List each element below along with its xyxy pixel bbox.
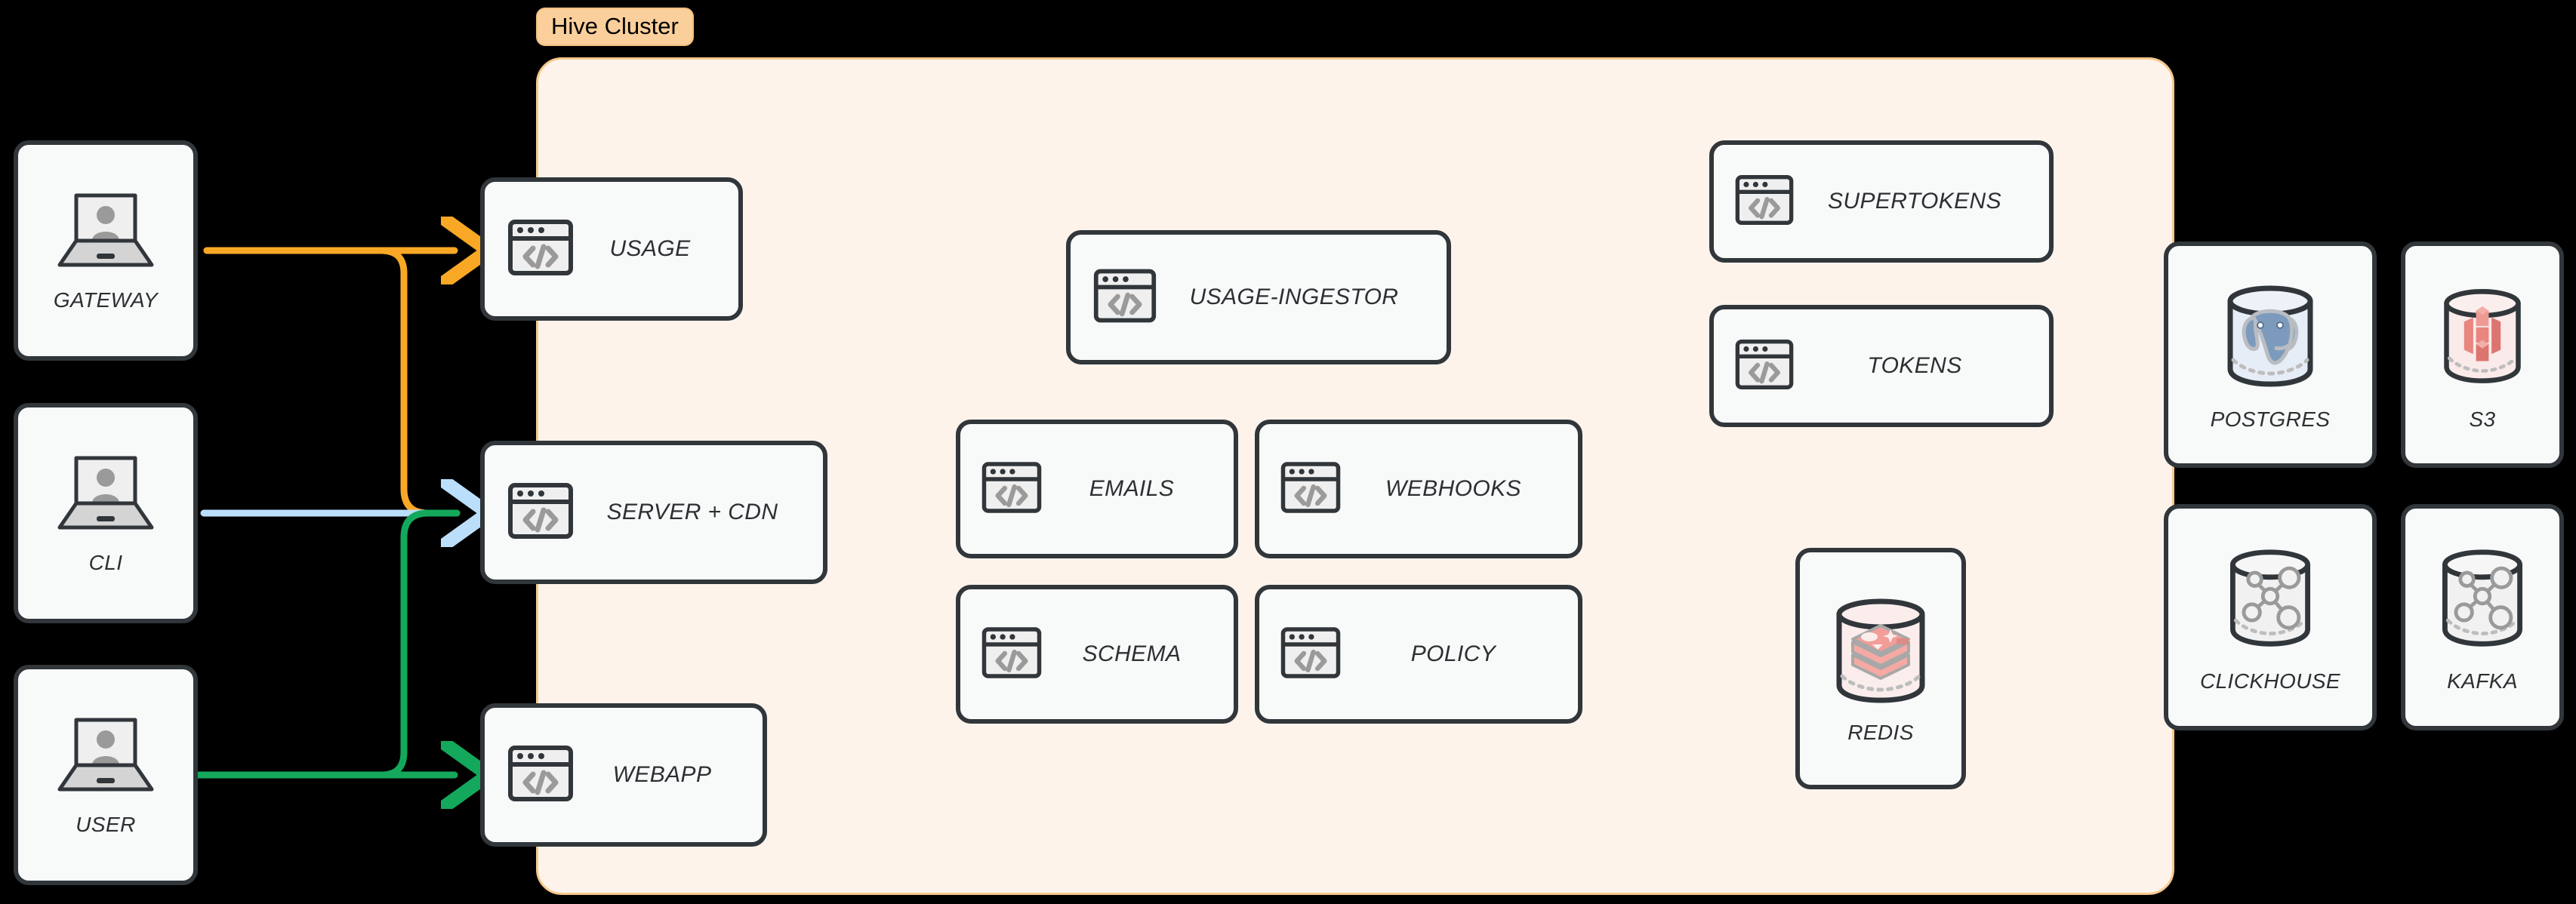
node-clickhouse[interactable]: CLICKHOUSE — [2164, 504, 2377, 730]
node-server-cdn[interactable]: SERVER + CDN — [480, 441, 827, 584]
node-kafka[interactable]: KAFKA — [2401, 504, 2564, 730]
code-window-icon — [980, 621, 1043, 688]
node-webhooks-label: WEBHOOKS — [1385, 476, 1521, 501]
connector-gateway-to-server-cdn — [203, 247, 461, 517]
node-usage[interactable]: USAGE — [480, 177, 743, 321]
code-window-icon — [1092, 263, 1158, 333]
hive-cluster-badge: Hive Cluster — [536, 8, 694, 46]
node-policy[interactable]: POLICY — [1255, 585, 1582, 724]
code-window-icon — [980, 456, 1043, 523]
node-cli[interactable]: CLI — [14, 403, 198, 623]
node-clickhouse-label: CLICKHOUSE — [2199, 669, 2341, 693]
node-user-label: USER — [75, 812, 136, 836]
code-window-icon — [1279, 621, 1342, 688]
node-cli-label: CLI — [88, 550, 123, 574]
postgres-cylinder-icon — [2215, 278, 2325, 397]
laptop-user-icon — [49, 452, 162, 540]
node-webapp-label: WEBAPP — [612, 762, 712, 787]
node-supertokens[interactable]: SUPERTOKENS — [1709, 140, 2054, 263]
laptop-user-icon — [49, 189, 162, 278]
graph-cylinder-icon — [2217, 542, 2324, 659]
node-kafka-label: KAFKA — [2447, 669, 2518, 693]
node-s3-label: S3 — [2469, 407, 2496, 431]
code-window-icon — [506, 213, 575, 286]
code-window-icon — [1733, 169, 1795, 235]
node-webhooks[interactable]: WEBHOOKS — [1255, 420, 1582, 558]
node-usage-label: USAGE — [609, 236, 691, 261]
node-usage-ingestor[interactable]: USAGE-INGESTOR — [1066, 230, 1451, 364]
redis-cylinder-icon — [1826, 593, 1936, 710]
code-window-icon — [1279, 456, 1342, 523]
connector-user-to-server-cdn — [194, 509, 461, 779]
node-gateway-label: GATEWAY — [53, 287, 159, 312]
node-postgres-label: POSTGRES — [2210, 407, 2331, 431]
laptop-user-icon — [49, 714, 162, 802]
node-supertokens-label: SUPERTOKENS — [1827, 189, 2002, 214]
node-emails[interactable]: EMAILS — [956, 420, 1238, 558]
node-s3[interactable]: S3 — [2401, 241, 2564, 468]
node-redis[interactable]: REDIS — [1795, 548, 1966, 789]
s3-cylinder-icon — [2431, 278, 2534, 397]
code-window-icon — [506, 476, 575, 549]
node-policy-label: POLICY — [1410, 641, 1496, 666]
node-redis-label: REDIS — [1847, 720, 1914, 744]
node-tokens-label: TOKENS — [1867, 353, 1962, 378]
graph-cylinder-icon — [2429, 542, 2536, 659]
code-window-icon — [1733, 334, 1795, 399]
node-usage-ingestor-label: USAGE-INGESTOR — [1189, 284, 1399, 309]
node-schema-label: SCHEMA — [1082, 641, 1182, 666]
node-webapp[interactable]: WEBAPP — [480, 703, 767, 847]
node-emails-label: EMAILS — [1089, 476, 1175, 501]
node-server-cdn-label: SERVER + CDN — [606, 500, 778, 524]
node-schema[interactable]: SCHEMA — [956, 585, 1238, 724]
code-window-icon — [506, 739, 575, 812]
node-postgres[interactable]: POSTGRES — [2164, 241, 2377, 468]
node-gateway[interactable]: GATEWAY — [14, 140, 198, 361]
node-tokens[interactable]: TOKENS — [1709, 305, 2054, 427]
node-user[interactable]: USER — [14, 665, 198, 885]
